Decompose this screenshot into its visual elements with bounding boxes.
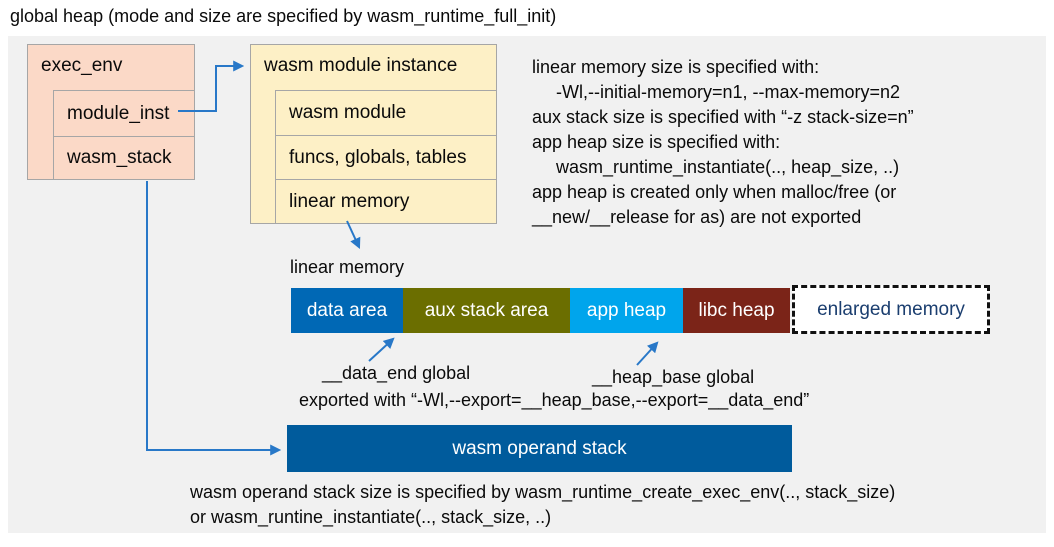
segment-enlarged-memory-label: enlarged memory <box>817 298 965 320</box>
wasm-module-label: wasm module <box>289 102 407 123</box>
diagram-title: global heap (mode and size are specified… <box>10 6 557 26</box>
note-linear-memory-size: linear memory size is specified with: <box>532 57 820 77</box>
linear-memory-box: linear memory <box>275 179 497 224</box>
note-app-heap-created-1: app heap is created only when malloc/fre… <box>532 182 897 202</box>
segment-libc-heap: libc heap <box>683 288 790 333</box>
note-app-heap-size: app heap size is specified with: <box>532 132 781 152</box>
module-inst-label: module_inst <box>67 102 170 124</box>
data-end-global-label: __data_end global <box>322 363 471 383</box>
note-instantiate-call: wasm_runtime_instantiate(.., heap_size, … <box>556 157 900 177</box>
segment-app-heap: app heap <box>570 288 683 333</box>
wasm-stack-box: wasm_stack <box>53 136 195 180</box>
segment-data-area-label: data area <box>306 299 388 321</box>
note-operand-stack-size-1: wasm operand stack size is specified by … <box>190 482 896 502</box>
wasm-stack-label: wasm_stack <box>67 147 172 168</box>
note-aux-stack-size: aux stack size is specified with “-z sta… <box>532 107 914 127</box>
segment-aux-stack-area-label: aux stack area <box>424 299 549 321</box>
wasm-operand-stack-label: wasm operand stack <box>452 437 627 459</box>
funcs-globals-tables-box: funcs, globals, tables <box>275 135 497 180</box>
linear-memory-bar-title: linear memory <box>290 257 405 277</box>
segment-aux-stack-area: aux stack area <box>403 288 570 333</box>
exec-env-label: exec_env <box>41 55 123 76</box>
exported-with-label: exported with “-Wl,--export=__heap_base,… <box>299 390 810 410</box>
segment-app-heap-label: app heap <box>586 299 667 321</box>
wasm-module-box: wasm module <box>275 90 497 136</box>
note-operand-stack-size-2: or wasm_runtine_instantiate(.., stack_si… <box>190 507 552 527</box>
linear-memory-row-label: linear memory <box>289 190 410 212</box>
segment-enlarged-memory: enlarged memory <box>792 285 990 334</box>
note-initial-memory-flag: -Wl,--initial-memory=n1, --max-memory=n2 <box>556 82 901 102</box>
note-app-heap-created-2: __new/__release for as) are not exported <box>532 207 862 227</box>
funcs-globals-tables-label: funcs, globals, tables <box>289 146 467 168</box>
segment-data-area: data area <box>291 288 403 333</box>
wasm-operand-stack-bar: wasm operand stack <box>287 425 792 472</box>
segment-libc-heap-label: libc heap <box>698 299 775 321</box>
heap-base-global-label: __heap_base global <box>592 367 755 387</box>
wasm-module-instance-label: wasm module instance <box>264 55 458 76</box>
module-inst-box: module_inst <box>53 90 195 137</box>
